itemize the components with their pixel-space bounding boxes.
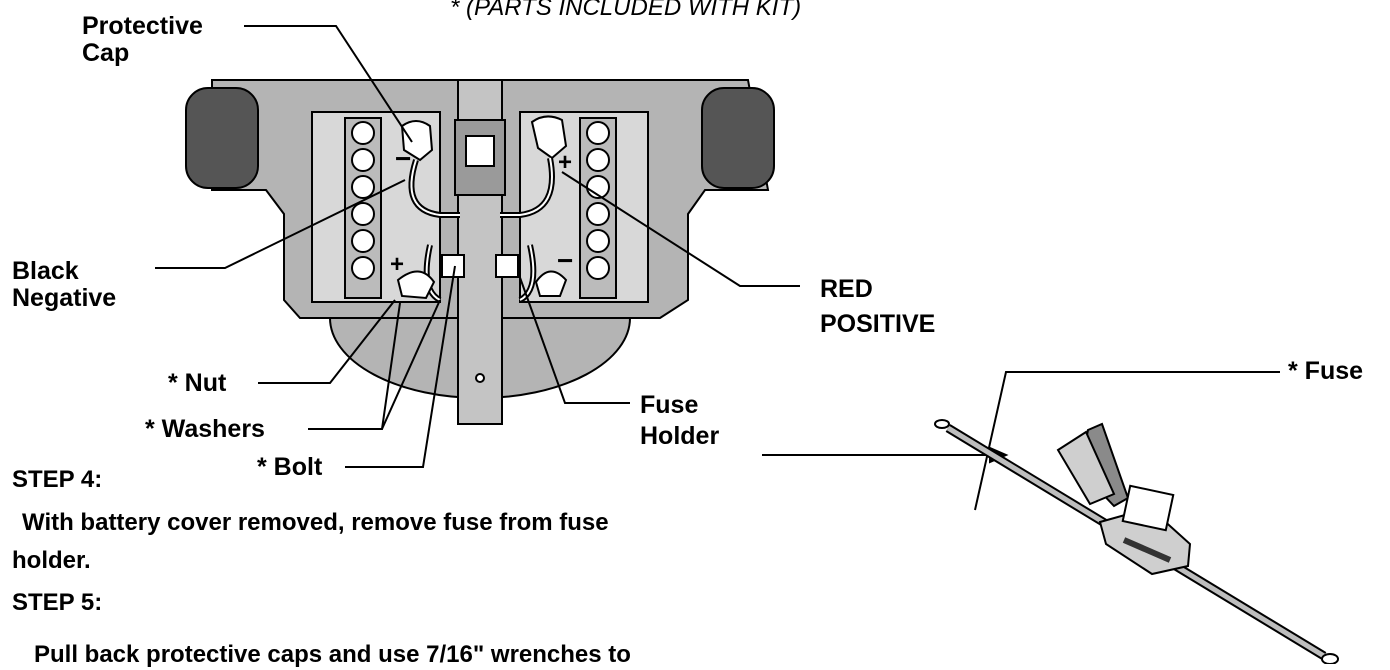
minus-sign-left: − [395,143,411,174]
label-black-negative-line1: Black [12,257,79,285]
label-black-negative-line2: Negative [12,284,117,312]
label-black-negative: Black Negative [12,258,116,312]
label-protective-cap: Protective Cap [82,13,203,67]
battery-wires-inner [410,157,553,301]
step-4-text-line1: With battery cover removed, remove fuse … [22,509,609,536]
label-red-positive-line2: POSITIVE [820,310,936,338]
minus-sign-bottom-right: − [557,245,573,276]
protective-cap-left [400,120,434,162]
fuse-holder-body-right [495,254,519,278]
label-red-positive: RED POSITIVE [820,276,935,338]
label-washers: * Washers [145,415,265,443]
label-bolt: * Bolt [257,453,323,481]
label-protective-cap-line1: Protective [82,12,203,40]
step-5-text-line1: Pull back protective caps and use 7/16" … [34,641,631,668]
plus-sign-right: + [558,149,572,176]
terminal-bottom-right [534,270,568,297]
fuse-cable [934,419,1339,664]
label-fuse: * Fuse [1288,357,1364,385]
step-5-title: STEP 5: [12,589,103,616]
step-4-text-line2: holder. [12,547,91,574]
step-4-title: STEP 4: [12,466,103,493]
plus-sign-bottom-left: + [390,251,404,278]
label-nut: * Nut [168,369,227,397]
header-note: * (PARTS INCLUDED WITH KIT) [450,0,802,21]
label-red-positive-line1: RED [820,275,873,303]
terminal-bottom-left [396,270,436,300]
leader-lines [155,25,1280,511]
label-protective-cap-line2: Cap [82,39,130,67]
protective-cap-right [530,115,568,160]
label-fuse-holder-line2: Holder [640,422,720,450]
label-fuse-holder-line1: Fuse [640,391,699,419]
label-fuse-holder: Fuse Holder [640,392,719,450]
